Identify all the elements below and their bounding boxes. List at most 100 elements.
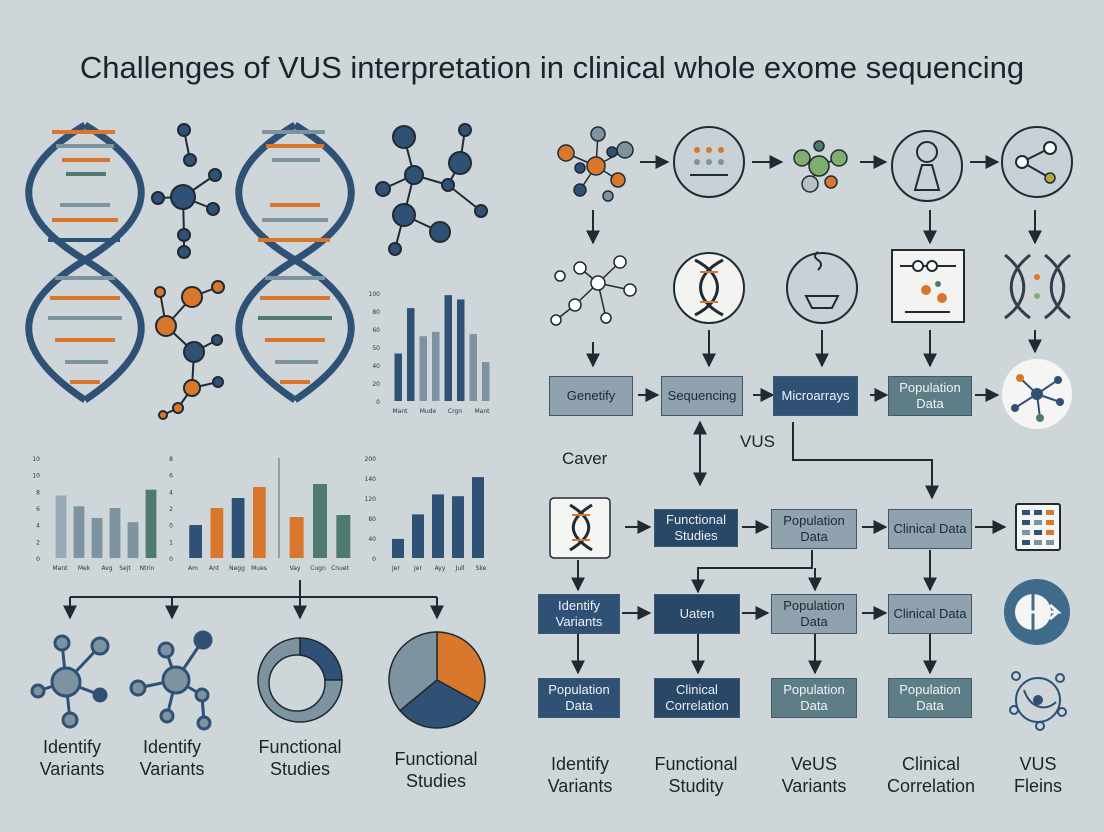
bar	[392, 538, 404, 558]
y-tick-label: 0	[372, 556, 376, 563]
x-tick-label: Ntrin	[140, 565, 155, 572]
bar	[482, 362, 490, 401]
caption-vus-fleins: VUS Fleins	[1013, 754, 1062, 796]
bar	[189, 525, 202, 558]
x-tick-label: Cugn	[310, 565, 326, 572]
caption-functional-studies-left-2: Functional Studies	[394, 749, 478, 791]
y-tick-label: 4	[36, 523, 40, 530]
dna-box-icon	[549, 497, 611, 559]
y-tick-label: 80	[368, 516, 376, 523]
y-tick-label: 40	[368, 536, 376, 543]
bar	[127, 522, 139, 558]
bar	[444, 295, 452, 401]
bar	[336, 515, 351, 558]
caption-identify-variants-left-2: Identify Variants	[139, 737, 205, 779]
bar	[469, 334, 477, 401]
x-tick-label: Mues	[251, 565, 267, 572]
caver-label: Caver	[562, 449, 608, 468]
lab-flask-icon	[891, 130, 963, 202]
dna-helix-icon	[25, 121, 145, 403]
molecule-icon	[151, 123, 222, 259]
x-tick-label: Jer	[413, 565, 422, 572]
y-tick-label: 20	[372, 381, 380, 388]
y-tick-label: 6	[169, 473, 173, 480]
flow-box-clinical-correlation: Clinical Correlation	[654, 678, 740, 718]
y-tick-label: 0	[169, 523, 173, 530]
x-tick-label: Jer	[391, 565, 400, 572]
page-title: Challenges of VUS interpretation in clin…	[79, 50, 1025, 85]
flow-arrows	[586, 155, 1042, 245]
bar	[289, 517, 304, 558]
flow-box-population-data-3: Population Data	[771, 594, 857, 634]
flow-box-population-data-4: Population Data	[538, 678, 620, 718]
bar	[432, 494, 444, 558]
bar	[432, 331, 440, 401]
molecule-icon	[375, 123, 488, 256]
x-tick-label: Mek	[78, 565, 91, 572]
y-tick-label: 6	[36, 506, 40, 513]
x-tick-label: Sejt	[119, 565, 131, 572]
caption-functional-study: Functional Studity	[654, 754, 738, 796]
flow-box-clinical-data: Clinical Data	[888, 509, 972, 549]
network-node-icon	[1002, 359, 1072, 429]
molecule-cluster-icon	[793, 140, 848, 193]
x-tick-label: Vay	[290, 565, 301, 572]
x-tick-label: Mant	[52, 565, 68, 572]
molecule-icon	[550, 255, 637, 326]
network-icon	[129, 630, 213, 731]
bar	[210, 508, 224, 558]
dna-helix-icon	[235, 121, 355, 403]
flow-box-population-data-6: Population Data	[888, 678, 972, 718]
y-tick-label: 4	[169, 489, 173, 496]
x-tick-label: Mant	[474, 408, 490, 415]
caption-identify-variants-left-1: Identify Variants	[39, 737, 105, 779]
flow-box-clinical-data-2: Clinical Data	[888, 594, 972, 634]
y-tick-label: 120	[365, 496, 377, 503]
cluster-icon	[557, 126, 634, 202]
x-tick-label: Jull	[455, 565, 465, 572]
y-tick-label: 10	[32, 456, 40, 463]
x-tick-label: Mant	[392, 408, 408, 415]
pie-chart-1	[257, 637, 343, 723]
bar	[472, 477, 484, 558]
bar	[73, 506, 85, 558]
flow-box-population-data-5: Population Data	[771, 678, 857, 718]
flow-box-population-data-2: Population Data	[771, 509, 857, 549]
pie-slice	[388, 631, 438, 712]
bar	[412, 514, 424, 558]
y-tick-label: 60	[372, 327, 380, 334]
bar	[394, 353, 402, 401]
x-tick-label: Mude	[420, 408, 437, 415]
pie-chart-2	[388, 631, 486, 729]
dna-circle-icon	[673, 252, 745, 324]
gel-chart-icon	[891, 249, 965, 323]
bar	[419, 336, 427, 401]
pie-slice	[398, 679, 481, 729]
pie-hole	[268, 654, 326, 712]
report-badge-icon	[1004, 579, 1070, 645]
y-tick-label: 2	[169, 506, 173, 513]
bar	[231, 498, 245, 558]
globe-network-icon	[1009, 671, 1067, 731]
y-tick-label: 0	[376, 399, 380, 406]
x-tick-label: Am	[188, 565, 198, 572]
pie-slice	[436, 631, 486, 705]
molecule-icon	[154, 280, 225, 420]
x-tick-label: Crgn	[448, 408, 462, 415]
flow-box-microarrays: Microarrays	[773, 376, 858, 416]
bar	[55, 495, 67, 558]
y-tick-label: 2	[36, 539, 40, 546]
bar	[91, 518, 103, 558]
caption-clinical-correlation: Clinical Correlation	[886, 754, 976, 796]
bar	[313, 484, 327, 558]
x-tick-label: Ayy	[435, 565, 446, 572]
vus-label: VUS	[740, 432, 775, 451]
sequence-grid-icon	[673, 126, 745, 198]
bar	[452, 496, 464, 558]
